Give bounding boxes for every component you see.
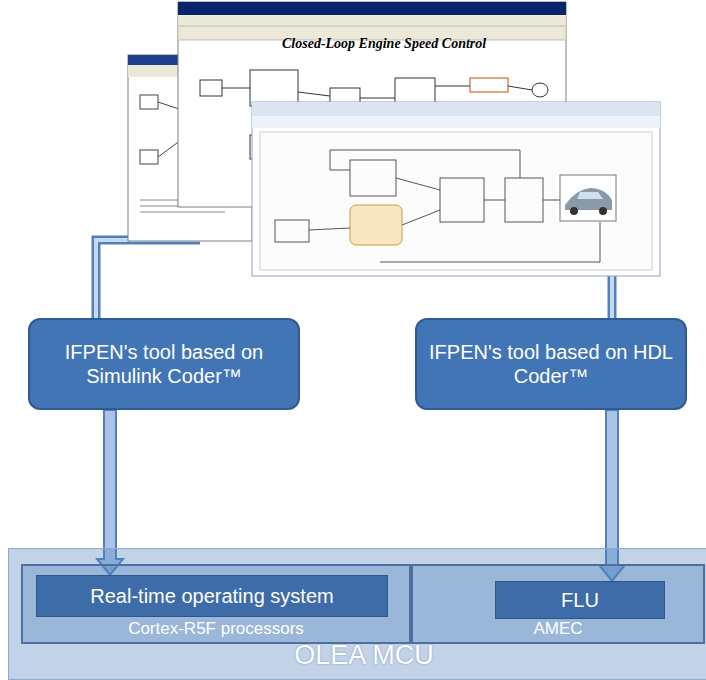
- tool-box: IFPEN's tool based on Simulink Coder™: [28, 318, 300, 410]
- node-text: IFPEN's tool based on Simulink Coder™: [40, 340, 288, 388]
- node-text: Cortex-R5F processors: [23, 619, 409, 639]
- car-image: [560, 175, 616, 221]
- flu-box: FLU: [495, 581, 665, 619]
- processor-box: Cortex-R5F processors Real-time operating…: [21, 564, 411, 644]
- feed-line: [96, 240, 200, 318]
- accelerator-box: AMEC FLU: [411, 564, 705, 644]
- node-text: AMEC: [413, 619, 703, 639]
- model-window: [252, 102, 660, 276]
- node-text: Real-time operating system: [90, 584, 333, 608]
- node-text: FLU: [561, 588, 599, 612]
- os-box: Real-time operating system: [36, 575, 388, 617]
- feed-line: [96, 240, 200, 318]
- node-text: IFPEN's tool based on HDL Coder™: [427, 340, 675, 388]
- tool-box: IFPEN's tool based on HDL Coder™: [415, 318, 687, 410]
- window-title: Closed-Loop Engine Speed Control: [282, 36, 482, 52]
- mcu-band: OLEA MCUCortex-R5F processorsReal-time o…: [8, 548, 706, 680]
